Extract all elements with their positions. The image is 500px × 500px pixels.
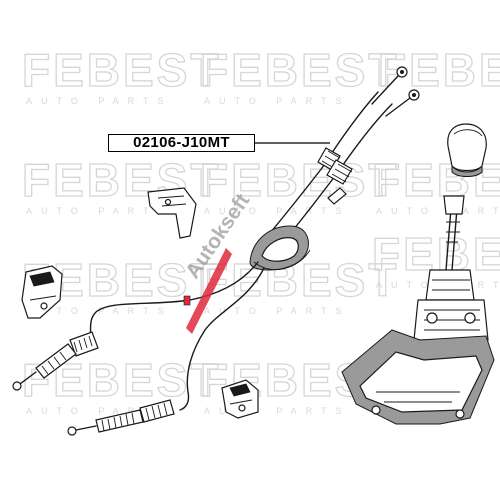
cable-end-top-left [371,66,408,105]
watermark-tagline: AUTO PARTS [376,206,500,216]
cable-end-left [12,331,99,391]
watermark-tagline: AUTO PARTS [204,406,351,416]
cable-end-top-right [385,89,420,117]
cable-grommet [249,225,311,271]
part-number-label: 02106-J10MT [108,134,255,152]
watermark-brand: FEBEST [22,44,221,96]
cable-sleeve-upper-b [326,159,353,185]
marker-sleeve [183,295,191,306]
gear-shifter-assembly [341,195,495,425]
watermark-tagline: AUTO PARTS [26,96,173,106]
watermark-tagline: AUTO PARTS [204,306,351,316]
shift-cable-upper [265,66,420,247]
mounting-bracket-upper [147,187,197,239]
watermark-tagline: AUTO PARTS [26,306,173,316]
cable-clamp [327,187,347,205]
watermark-row-1: FEBEST AUTO PARTS FEBEST AUTO PARTS FEBE… [21,43,500,106]
watermark-tagline: AUTO PARTS [204,206,351,216]
watermark-tagline: AUTO PARTS [26,206,173,216]
watermark-tagline: AUTO PARTS [204,96,351,106]
watermark-row-4: FEBEST AUTO PARTS FEBEST AUTO PARTS [21,353,397,416]
cable-bracket-bottom [221,379,259,419]
cable-bracket-left [21,265,63,319]
shift-knob [447,123,487,177]
watermark-tagline: AUTO PARTS [26,406,173,416]
watermark-brand: FEBEST [200,44,399,96]
cable-end-bottom [67,399,175,436]
